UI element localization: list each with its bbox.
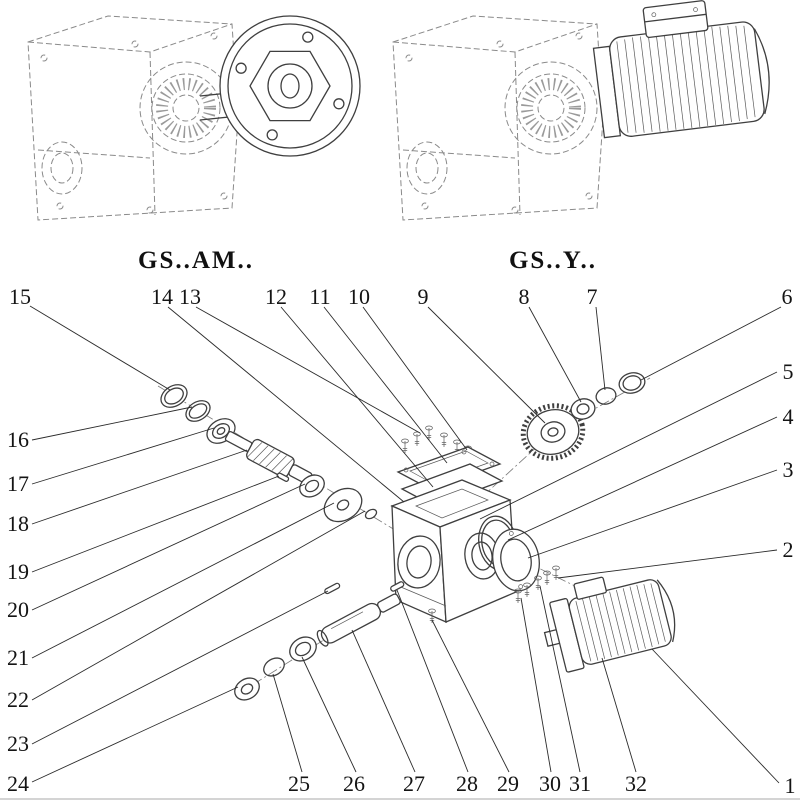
- leader-line: [31, 483, 306, 611]
- part-circlip-25: [263, 657, 285, 677]
- callout-numbers: 15 14 13 12 11 10 9 8 7 6 5 4 3 2 1 16 1…: [7, 284, 796, 798]
- leader-line: [396, 589, 469, 773]
- callout-22: 22: [7, 687, 29, 712]
- part-key-23: [324, 582, 341, 595]
- callout-24: 24: [7, 771, 29, 796]
- part-ring-22: [364, 508, 378, 520]
- leader-line: [351, 629, 416, 773]
- leader-line: [31, 502, 335, 659]
- callout-11: 11: [309, 284, 330, 309]
- callout-32: 32: [625, 771, 647, 796]
- callout-28: 28: [456, 771, 478, 796]
- callout-14: 14: [151, 284, 173, 309]
- leader-line: [31, 406, 193, 441]
- callout-26: 26: [343, 771, 365, 796]
- part-key-28: [390, 581, 405, 592]
- electric-motor: [592, 0, 770, 139]
- output-flange: [219, 15, 361, 157]
- leader-line: [31, 475, 280, 573]
- part-washer-8: [570, 398, 596, 420]
- leader-line: [651, 648, 780, 784]
- part-circlip-7: [595, 387, 617, 405]
- leader-line: [29, 305, 171, 391]
- leader-line: [323, 306, 448, 464]
- part-seal-ring-15: [160, 384, 188, 408]
- assembled-view-gs-y: GS..Y..: [393, 0, 770, 274]
- callout-27: 27: [403, 771, 425, 796]
- leader-line: [427, 306, 546, 424]
- part-output-shaft-27: [316, 593, 401, 647]
- callout-19: 19: [7, 559, 29, 584]
- callout-16: 16: [7, 427, 29, 452]
- leader-line: [31, 686, 239, 783]
- leader-line: [31, 510, 366, 701]
- exploded-view: [157, 372, 676, 701]
- callout-5: 5: [783, 359, 794, 384]
- leader-line: [527, 469, 778, 559]
- part-worm-shaft-18: [224, 430, 317, 487]
- callout-23: 23: [7, 731, 29, 756]
- part-washer-24: [234, 677, 260, 701]
- callout-15: 15: [9, 284, 31, 309]
- model-label-gs-y: GS..Y..: [509, 247, 597, 274]
- axis-output-shaft: [237, 567, 439, 695]
- part-bolts-13: [401, 425, 461, 455]
- leader-line: [507, 416, 778, 541]
- callout-20: 20: [7, 597, 29, 622]
- callout-25: 25: [288, 771, 310, 796]
- callout-6: 6: [782, 284, 793, 309]
- part-key-19: [276, 472, 290, 482]
- callout-2: 2: [783, 537, 794, 562]
- callout-3: 3: [783, 457, 794, 482]
- motor-fan-cover: [753, 28, 770, 115]
- callout-21: 21: [7, 645, 29, 670]
- leader-line: [31, 590, 329, 745]
- part-gear-9: [520, 403, 586, 461]
- leader-line: [167, 306, 405, 503]
- callout-4: 4: [783, 404, 794, 429]
- leader-line: [601, 657, 637, 773]
- motor-terminal-box: [642, 0, 709, 39]
- callout-13: 13: [179, 284, 201, 309]
- model-label-gs-am: GS..AM..: [138, 247, 254, 274]
- leader-line: [528, 306, 582, 403]
- leader-line: [280, 306, 434, 488]
- callout-9: 9: [418, 284, 429, 309]
- callout-31: 31: [569, 771, 591, 796]
- leader-line: [557, 549, 778, 579]
- leader-line: [301, 656, 357, 773]
- leader-line: [195, 306, 421, 434]
- leader-line: [272, 673, 303, 773]
- callout-12: 12: [265, 284, 287, 309]
- leader-line: [362, 306, 468, 451]
- assembled-view-gs-am: GS..AM..: [28, 15, 361, 274]
- callout-29: 29: [497, 771, 519, 796]
- part-circlip-16: [185, 400, 211, 422]
- callout-1: 1: [785, 773, 796, 798]
- callout-8: 8: [519, 284, 530, 309]
- leader-line: [31, 427, 215, 485]
- callout-7: 7: [587, 284, 598, 309]
- leader-line: [539, 585, 581, 773]
- callout-17: 17: [7, 471, 29, 496]
- leader-line: [640, 306, 782, 381]
- leader-line: [31, 449, 248, 525]
- callout-18: 18: [7, 511, 29, 536]
- leader-lines: [29, 305, 782, 784]
- part-disc-21: [323, 487, 363, 523]
- leader-line: [431, 619, 510, 773]
- part-motor-1: [543, 576, 676, 673]
- leader-line: [520, 597, 552, 773]
- callout-30: 30: [539, 771, 561, 796]
- part-ring-6: [618, 372, 646, 394]
- leader-line: [479, 371, 778, 520]
- part-bearing-26: [289, 636, 317, 662]
- part-housing-14: [390, 479, 517, 624]
- leader-line: [595, 306, 606, 391]
- part-bearing-20: [299, 474, 325, 498]
- callout-10: 10: [348, 284, 370, 309]
